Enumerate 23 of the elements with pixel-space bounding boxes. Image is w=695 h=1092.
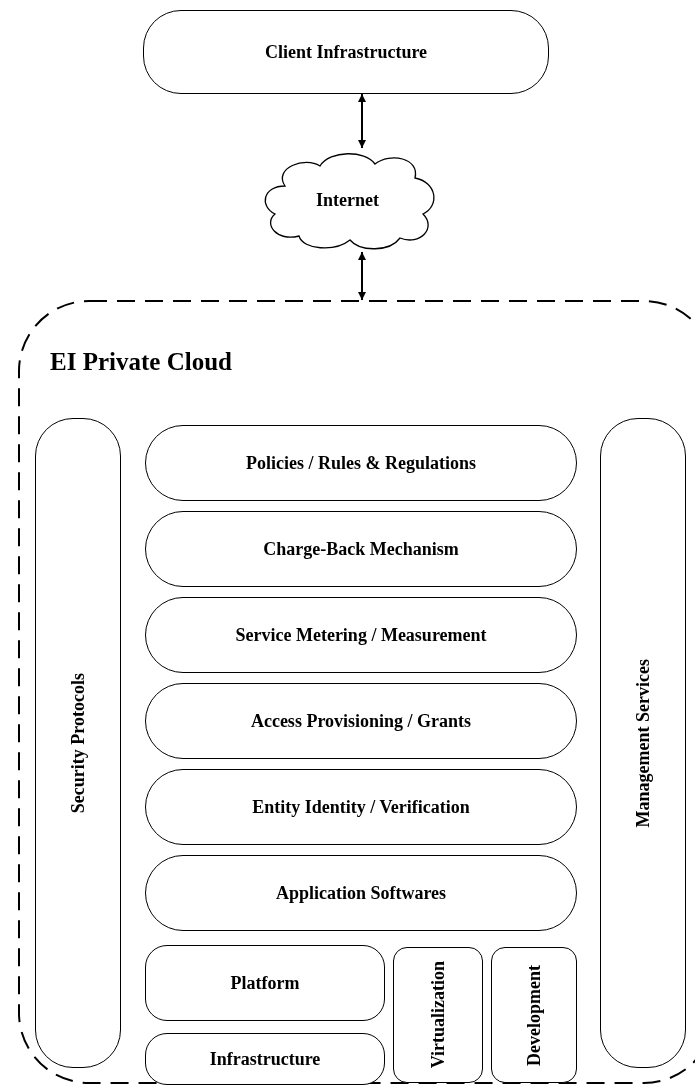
node-label: Application Softwares [275,882,447,904]
node-label: Virtualization [427,961,449,1069]
node-label: Client Infrastructure [264,41,428,63]
node-label: Platform [230,972,300,994]
node-label: Service Metering / Measurement [235,624,487,646]
node-label: Development [523,964,545,1066]
double-arrow [358,93,366,149]
rounded-box [600,418,686,1068]
node-label: Charge-Back Mechanism [263,538,459,560]
node-label: Policies / Rules & Regulations [246,452,476,474]
node-label: Access Provisioning / Grants [250,710,472,732]
node-label: Entity Identity / Verification [252,796,470,818]
node-label: Management Services [632,658,654,828]
rounded-box [35,418,121,1068]
rounded-box [491,947,577,1083]
rounded-box [145,945,385,1021]
node-label: Infrastructure [209,1048,321,1070]
double-arrow [358,251,366,301]
node-label: Internet [316,189,379,211]
rounded-box [145,1033,385,1085]
group-title: EI Private Cloud [50,348,232,376]
node-label: Security Protocols [67,672,89,814]
rounded-box [393,947,483,1083]
